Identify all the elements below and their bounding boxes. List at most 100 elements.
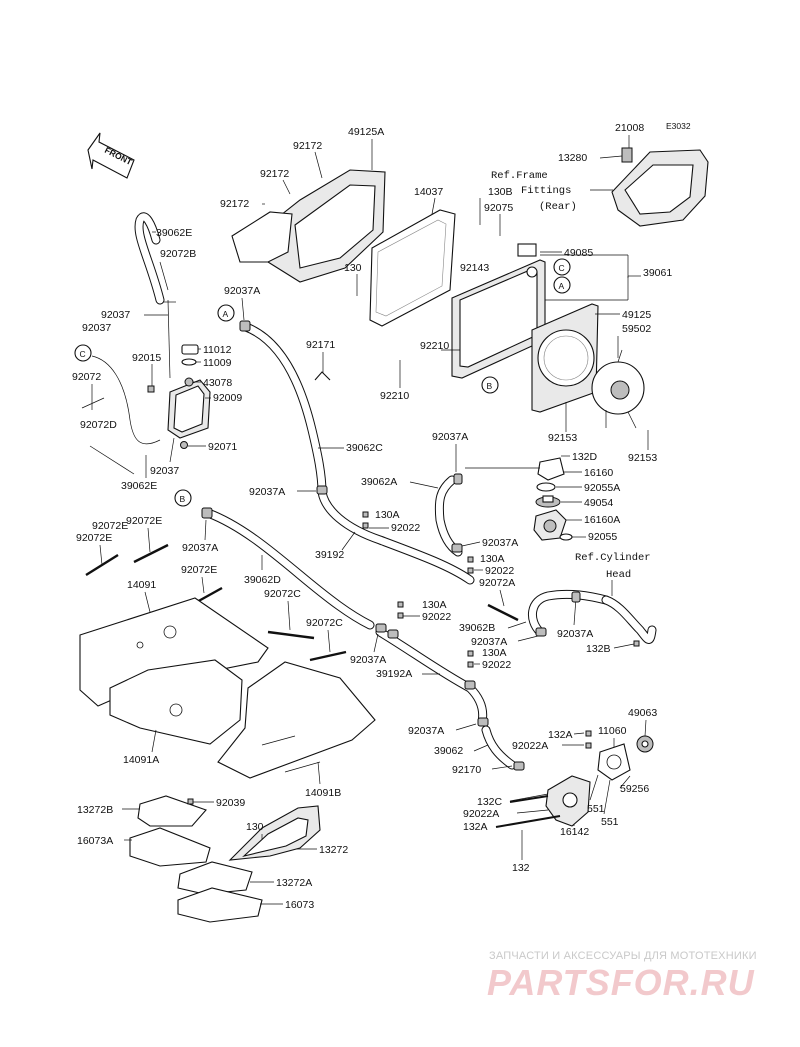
callout-c-reservoir: C xyxy=(74,344,92,362)
part-label-39062E-top: 39062E xyxy=(156,227,192,239)
cooling-fan xyxy=(591,349,645,429)
part-label-49054: 49054 xyxy=(584,497,613,509)
part-label-39062E-bot: 39062E xyxy=(121,480,157,492)
fan-shroud xyxy=(531,303,599,413)
part-label-92037A-9: 92037A xyxy=(408,725,444,737)
part-label-92022-3: 92022 xyxy=(422,611,451,623)
part-label-92072B: 92072B xyxy=(160,248,196,260)
svg-text:B: B xyxy=(487,381,493,391)
part-label-92072C-2: 92072C xyxy=(306,617,343,629)
part-label-92072E-1: 92072E xyxy=(92,520,128,532)
part-label-92037A-2: 92037A xyxy=(432,431,468,443)
part-label-92022A-1: 92022A xyxy=(512,740,548,752)
svg-text:A: A xyxy=(223,309,229,319)
part-label-92037A-1: 92037A xyxy=(224,285,260,297)
part-label-14037: 14037 xyxy=(414,186,443,198)
gasket-11060 xyxy=(597,743,631,781)
part-label-92210-a: 92210 xyxy=(420,340,449,352)
callout-b-radiator: B xyxy=(481,376,499,394)
impeller-49063 xyxy=(636,735,654,753)
long-bolt-132 xyxy=(495,795,561,828)
svg-text:B: B xyxy=(180,494,186,504)
reservoir-tank xyxy=(147,299,211,449)
part-label-92022-2: 92022 xyxy=(485,565,514,577)
part-label-132B: 132B xyxy=(586,643,611,655)
part-label-14091A: 14091A xyxy=(123,754,159,766)
part-label-92172-a: 92172 xyxy=(293,140,322,152)
hose-reservoir-c xyxy=(91,355,161,445)
part-label-92015: 92015 xyxy=(132,352,161,364)
part-label-130A-2: 130A xyxy=(480,553,505,565)
part-label-92009: 92009 xyxy=(213,392,242,404)
guard-16073 xyxy=(177,887,263,923)
part-label-49063: 49063 xyxy=(628,707,657,719)
part-label-92037A-6: 92037A xyxy=(557,628,593,640)
part-label-92172-b: 92172 xyxy=(260,168,289,180)
part-label-16073A: 16073A xyxy=(77,835,113,847)
part-label-39062B: 39062B xyxy=(459,622,495,634)
part-label-49125: 49125 xyxy=(622,309,651,321)
ref-cylinder-line1: Ref.Cylinder xyxy=(575,552,651,564)
watermark-logo[interactable]: PARTSFOR.RU xyxy=(487,962,755,1003)
part-label-39062C: 39062C xyxy=(346,442,383,454)
part-label-130A-4: 130A xyxy=(482,647,507,659)
part-label-39062: 39062 xyxy=(434,745,463,757)
hose-39062C xyxy=(241,322,327,497)
radiator xyxy=(451,243,629,379)
water-pump-cover-16142 xyxy=(545,775,591,827)
part-label-551-b: 551 xyxy=(601,816,619,828)
hose-clamps xyxy=(201,320,547,771)
thermostat-cover xyxy=(465,457,565,481)
part-label-92153-a: 92153 xyxy=(548,432,577,444)
part-label-16142: 16142 xyxy=(560,826,589,838)
part-label-16073: 16073 xyxy=(285,899,314,911)
part-label-39192A: 39192A xyxy=(376,668,412,680)
part-label-92037A-3: 92037A xyxy=(249,486,285,498)
part-label-130A-1: 130A xyxy=(375,509,400,521)
part-label-14091: 14091 xyxy=(127,579,156,591)
hose-39062A xyxy=(434,475,463,557)
part-label-132: 132 xyxy=(512,862,530,874)
part-label-13272A: 13272A xyxy=(276,877,312,889)
cable-tie-92072A xyxy=(487,603,519,622)
part-label-92072E-extra: 92072E xyxy=(181,564,217,576)
svg-text:A: A xyxy=(559,281,565,291)
part-label-132A-1: 132A xyxy=(548,729,573,741)
part-label-11060: 11060 xyxy=(598,725,627,737)
part-label-92037-3: 92037 xyxy=(150,465,179,477)
guard-13272A xyxy=(177,861,253,895)
part-label-92072D: 92072D xyxy=(80,419,117,431)
part-label-92072C-1: 92072C xyxy=(264,588,301,600)
ref-frame-line3: (Rear) xyxy=(539,201,577,213)
part-label-92143: 92143 xyxy=(460,262,489,274)
svg-text:C: C xyxy=(80,349,86,359)
part-label-59256: 59256 xyxy=(620,783,649,795)
hose-cylinder-head xyxy=(601,595,657,644)
part-label-39061: 39061 xyxy=(643,267,672,279)
part-label-21008: 21008 xyxy=(615,122,644,134)
part-label-13272: 13272 xyxy=(319,844,348,856)
part-label-92022-4: 92022 xyxy=(482,659,511,671)
part-label-92037-2: 92037 xyxy=(82,322,111,334)
callout-a-upper: A xyxy=(217,304,235,322)
part-label-130-top: 130 xyxy=(344,262,362,274)
bolts-small xyxy=(362,511,640,749)
part-label-13272B: 13272B xyxy=(77,804,113,816)
part-label-92171: 92171 xyxy=(306,339,335,351)
guard-13272B xyxy=(137,795,207,827)
part-label-92022A-2: 92022A xyxy=(463,808,499,820)
part-label-132C: 132C xyxy=(477,796,503,808)
clamp-92037A-cyl xyxy=(571,591,581,603)
part-label-92072A: 92072A xyxy=(479,577,515,589)
diagram-code: E3032 xyxy=(666,121,691,131)
frame-fitting-rear xyxy=(590,147,709,227)
part-label-92037A-8: 92037A xyxy=(350,654,386,666)
ref-cylinder-line2: Head xyxy=(606,569,631,581)
part-label-92072: 92072 xyxy=(72,371,101,383)
part-label-39062D: 39062D xyxy=(244,574,281,586)
hose-39062E-top xyxy=(134,212,165,305)
front-arrow-icon: FRONT xyxy=(87,132,135,179)
part-label-92072E-2: 92072E xyxy=(126,515,162,527)
hose-39062D xyxy=(203,508,375,630)
